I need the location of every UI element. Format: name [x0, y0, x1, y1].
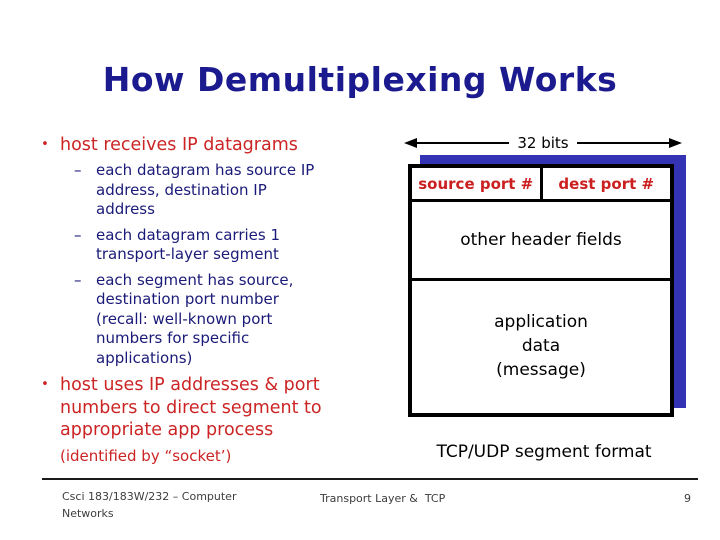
width-label: 32 bits [517, 134, 569, 152]
bullet-list: • host receives IP datagrams – each data… [30, 134, 375, 465]
ports-row: source port # dest port # [412, 168, 670, 202]
dest-port-cell: dest port # [558, 174, 655, 193]
footer-course: Csci 183/183W/232 – Computer Networks [62, 490, 237, 520]
sub-bullet-text: each datagram carries 1 transport-layer … [96, 225, 281, 264]
application-data-cell: application data (message) [494, 312, 588, 380]
arrow-line [576, 142, 669, 144]
dash-icon: – [74, 225, 82, 244]
socket-note: (identified by “socket’) [60, 446, 232, 465]
sub-bullet-item: – each datagram has source IP address, d… [74, 161, 375, 220]
bullet-text: host uses IP addresses & port numbers to… [60, 375, 322, 441]
width-arrow: 32 bits [404, 134, 682, 152]
bullet-dot-icon: • [41, 137, 49, 152]
sub-bullet-item: – each datagram carries 1 transport-laye… [74, 226, 375, 265]
dash-icon: – [74, 161, 82, 180]
footer-divider [42, 478, 698, 480]
bullet-item-1: • host receives IP datagrams [30, 134, 375, 156]
segment-diagram: source port # dest port # other header f… [408, 164, 674, 417]
source-port-cell: source port # [412, 168, 543, 199]
bullet-text: host receives IP datagrams [60, 135, 298, 155]
arrow-line [417, 142, 510, 144]
sub-bullet-text: each datagram has source IP address, des… [96, 161, 315, 219]
slide-title: How Demultiplexing Works [102, 60, 618, 99]
arrowhead-left-icon [404, 138, 417, 148]
sub-bullet-list: – each datagram has source IP address, d… [74, 161, 375, 368]
bullet-item-2: • host uses IP addresses & port numbers … [30, 374, 375, 441]
sub-bullet-text: each segment has source, destination por… [96, 270, 294, 367]
arrowhead-right-icon [669, 138, 682, 148]
bullet-dot-icon: • [41, 377, 49, 393]
sub-bullet-item: – each segment has source, destination p… [74, 271, 375, 369]
other-header-fields-cell: other header fields [412, 202, 670, 281]
footer-page-number: 9 [684, 492, 691, 505]
dash-icon: – [74, 270, 82, 289]
diagram-caption: TCP/UDP segment format [436, 442, 652, 462]
footer-section: Transport Layer & TCP [320, 492, 446, 505]
